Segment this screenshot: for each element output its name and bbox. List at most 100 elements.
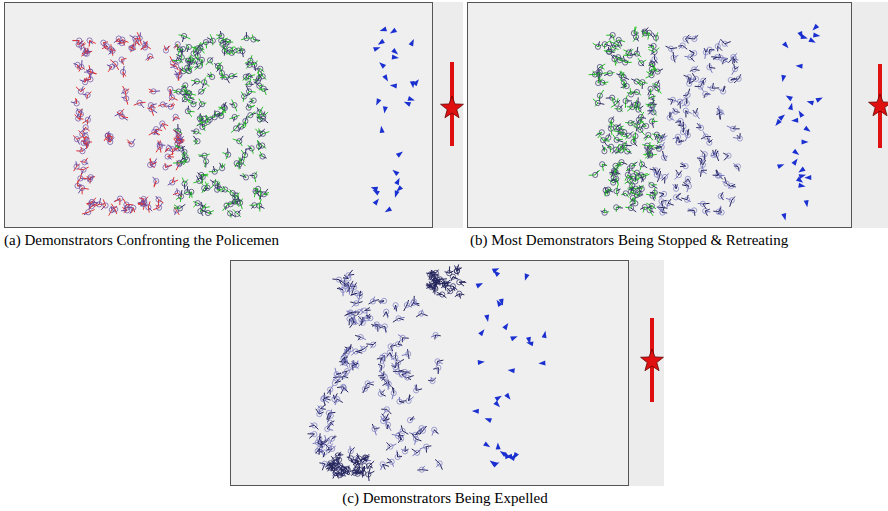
agent-body xyxy=(108,47,113,52)
agent-body xyxy=(222,105,227,110)
police-agent xyxy=(392,55,399,60)
police-agent xyxy=(396,152,403,158)
agent xyxy=(625,204,636,212)
agent-stroke xyxy=(604,147,605,151)
agent xyxy=(638,112,646,123)
agent-stroke xyxy=(629,131,633,135)
agent-body xyxy=(187,91,192,96)
agent-stroke xyxy=(76,150,82,151)
agent-body xyxy=(260,143,265,148)
agent-body xyxy=(644,124,649,129)
agent xyxy=(255,128,265,136)
agent-body xyxy=(214,187,219,192)
agent xyxy=(173,114,180,121)
agent-stroke xyxy=(123,199,126,205)
agent-body xyxy=(176,89,181,94)
agent-stroke xyxy=(85,47,86,51)
agent-body xyxy=(627,53,632,58)
agent-body xyxy=(621,80,626,85)
agent-body xyxy=(597,93,602,98)
agent-stroke xyxy=(205,161,206,167)
agent-stroke xyxy=(82,188,83,194)
agent xyxy=(259,86,268,95)
agent xyxy=(246,104,255,111)
police-agent xyxy=(392,170,399,176)
agent xyxy=(602,145,607,154)
agent-body xyxy=(232,103,237,108)
agent-stroke xyxy=(616,179,618,185)
agent xyxy=(220,163,226,171)
agent xyxy=(193,176,203,185)
agent-body xyxy=(626,50,631,55)
agent xyxy=(202,77,210,88)
agent-body xyxy=(210,74,215,79)
agent xyxy=(607,144,614,152)
agent-body xyxy=(257,83,262,88)
agent-body xyxy=(599,130,604,135)
agent-body xyxy=(177,206,182,211)
agent xyxy=(653,32,659,41)
agent-stroke xyxy=(249,75,255,76)
agent xyxy=(630,197,637,206)
agent-stroke xyxy=(193,203,197,207)
agents xyxy=(71,24,823,481)
agent xyxy=(644,132,653,140)
agent-stroke xyxy=(233,139,240,141)
agent xyxy=(260,72,266,80)
agent xyxy=(198,88,206,95)
agent-body xyxy=(152,129,157,134)
agent xyxy=(174,138,184,144)
agent-stroke xyxy=(90,72,97,74)
agent-body xyxy=(169,95,174,100)
agent xyxy=(198,114,207,122)
agent-body xyxy=(235,211,240,216)
agent-body xyxy=(147,54,152,59)
agent-body xyxy=(226,152,231,157)
agent xyxy=(157,140,165,147)
agent-body xyxy=(621,74,626,79)
agent xyxy=(84,73,93,82)
agent-stroke xyxy=(648,33,649,40)
agent-stroke xyxy=(249,91,256,93)
agent-stroke xyxy=(122,117,128,118)
agent xyxy=(156,142,163,152)
agent-body xyxy=(205,210,210,215)
agent xyxy=(204,157,209,167)
police-agent xyxy=(378,39,385,45)
agent-body xyxy=(227,211,232,216)
agent-body xyxy=(151,89,156,94)
agent xyxy=(188,100,197,107)
agent xyxy=(633,100,639,109)
agent-body xyxy=(74,101,79,106)
agent-body xyxy=(198,208,203,213)
agent-body xyxy=(597,64,602,69)
agent-body xyxy=(175,190,180,195)
agent-body xyxy=(182,181,187,186)
agent-body xyxy=(182,149,187,154)
agent xyxy=(615,37,625,46)
agent-stroke xyxy=(607,147,611,148)
agent xyxy=(202,210,214,215)
agent xyxy=(246,85,256,96)
agent-stroke xyxy=(202,177,203,183)
agent xyxy=(249,172,257,182)
agent xyxy=(121,207,130,213)
agent-body xyxy=(595,44,600,49)
agent-body xyxy=(165,154,170,159)
agent-body xyxy=(232,114,237,119)
agent-body xyxy=(203,39,208,44)
agent-body xyxy=(119,57,124,62)
agent xyxy=(78,185,88,194)
agent-body xyxy=(634,89,639,94)
agent xyxy=(75,114,84,121)
agent xyxy=(127,139,135,147)
panel-frame xyxy=(468,3,852,228)
agent-stroke xyxy=(188,97,194,98)
agent-stroke xyxy=(182,178,184,184)
agent xyxy=(160,121,168,130)
agent-stroke xyxy=(188,111,195,113)
agent-body xyxy=(649,203,654,208)
agent xyxy=(636,103,644,112)
agent-stroke xyxy=(89,72,90,78)
agent-stroke xyxy=(172,180,178,182)
